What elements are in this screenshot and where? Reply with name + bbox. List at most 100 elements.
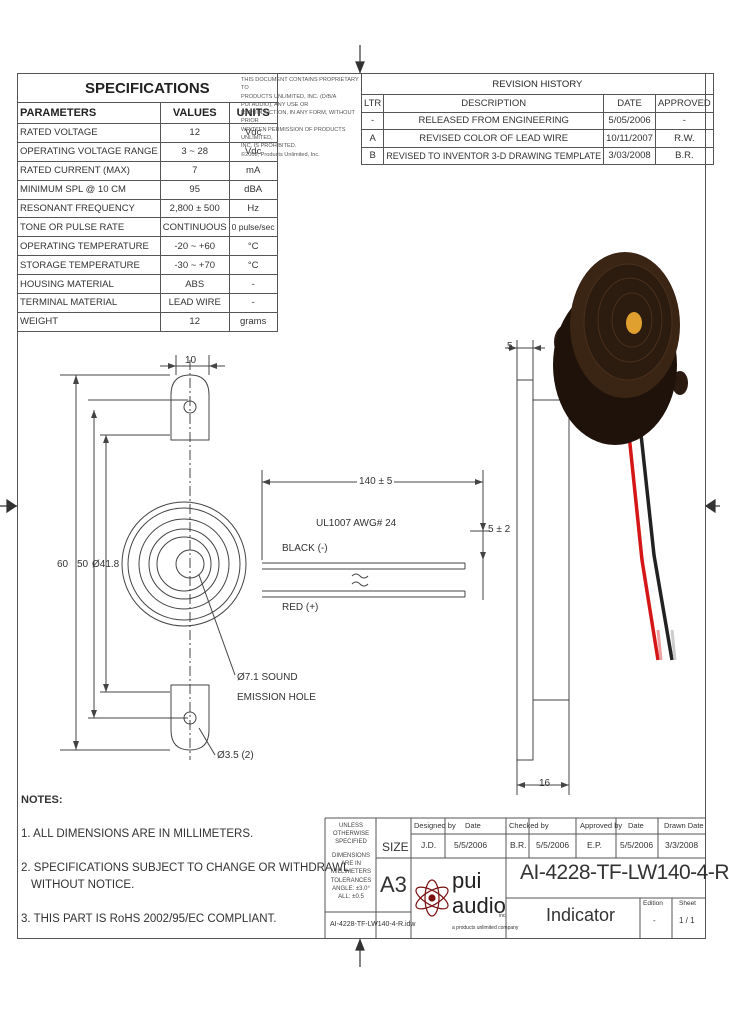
dim-50: 50 xyxy=(77,559,89,570)
rev-ltr: - xyxy=(360,111,385,130)
spec-param: RATED CURRENT (MAX) xyxy=(17,160,161,181)
unless-specified: UNLESS OTHERWISE SPECIFIED xyxy=(326,822,376,846)
spec-unit: dBA xyxy=(228,179,278,200)
date3-label: Date xyxy=(628,821,644,830)
spec-value: 12 xyxy=(159,123,230,143)
part-description: Indicator xyxy=(546,905,616,925)
note-2b: WITHOUT NOTICE. xyxy=(31,879,135,891)
dim-10: 10 xyxy=(185,355,197,366)
spec-param: MINIMUM SPL @ 10 CM xyxy=(17,179,161,200)
logo-pui: pui xyxy=(452,868,482,893)
notice-line: PRODUCTS UNLIMITED, INC. (D/B/A xyxy=(241,93,337,100)
spec-param: OPERATING TEMPERATURE xyxy=(17,236,161,257)
dims-note: DIMENSIONS ARE IN MILLIMETERS xyxy=(326,852,376,876)
sheet: 1 / 1 xyxy=(679,916,695,925)
specifications-table: SPECIFICATIONS PARAMETERS VALUES UNITS R… xyxy=(17,73,278,332)
dim-60: 60 xyxy=(57,559,69,570)
revision-title: REVISION HISTORY xyxy=(361,73,714,95)
logo-tagline: a products unlimited company xyxy=(452,925,519,931)
spec-value: LEAD WIRE xyxy=(159,293,230,313)
spec-unit: Hz xyxy=(228,198,278,219)
col-units: UNITS xyxy=(228,102,278,124)
spec-param: RESONANT FREQUENCY xyxy=(17,198,161,219)
notice-line: INC. IS PROHIBITED. xyxy=(241,143,297,150)
notice-line: THIS DOCUMENT CONTAINS PROPRIETARY TO xyxy=(241,77,359,92)
designed-by-label: Designed by xyxy=(414,821,456,830)
notes-title: NOTES: xyxy=(21,794,63,806)
spec-param: WEIGHT xyxy=(17,311,161,332)
rev-ltr: B xyxy=(360,146,385,165)
col-ltr: LTR xyxy=(360,94,385,113)
drawn-date-label: Drawn Date xyxy=(664,821,704,830)
date3: 5/5/2006 xyxy=(620,840,654,850)
spec-value: -30 ~ +70 xyxy=(159,255,230,276)
tol-line: ANGLE: ±3.0° xyxy=(332,886,370,892)
wire-spec: UL1007 AWG# 24 xyxy=(316,518,397,529)
spec-unit: - xyxy=(228,274,278,295)
dim-16: 16 xyxy=(539,778,551,789)
spec-value: 2,800 ± 500 xyxy=(159,198,230,219)
specifications-title: SPECIFICATIONS xyxy=(17,73,278,103)
part-number: AI-4228-TF-LW140-4-R xyxy=(520,861,729,884)
spec-unit: °C xyxy=(228,236,278,257)
spec-param: STORAGE TEMPERATURE xyxy=(17,255,161,276)
sound-hole-label-2: EMISSION HOLE xyxy=(237,692,316,703)
size-label: SIZE xyxy=(382,840,409,854)
spec-param: RATED VOLTAGE xyxy=(17,123,161,143)
revision-history-table: REVISION HISTORY LTR DESCRIPTION DATE AP… xyxy=(360,73,714,165)
pui-logo-mark xyxy=(415,879,449,917)
spec-param: HOUSING MATERIAL xyxy=(17,274,161,295)
date1: 5/5/2006 xyxy=(454,840,488,850)
approved-by: E.P. xyxy=(587,840,602,850)
designed-by: J.D. xyxy=(421,840,437,850)
red-wire-label: RED (+) xyxy=(282,602,319,613)
spec-value: ABS xyxy=(159,274,230,295)
edition: - xyxy=(653,916,656,925)
spec-value: 3 ~ 28 xyxy=(159,141,230,162)
checked-by-label: Checked by xyxy=(509,821,549,830)
col-description: DESCRIPTION xyxy=(383,94,605,113)
col-approved: APPROVED xyxy=(654,94,714,113)
spec-unit: 0 pulse/sec xyxy=(228,217,278,238)
rev-desc: REVISED COLOR OF LEAD WIRE xyxy=(383,129,605,148)
rev-date: 5/05/2006 xyxy=(603,111,656,130)
checked-by: B.R. xyxy=(510,840,527,850)
rev-approved: B.R. xyxy=(654,146,714,165)
logo-audio: audio xyxy=(452,893,506,918)
tol-line: TOLERANCES xyxy=(330,878,372,884)
rev-approved: R.W. xyxy=(654,129,714,148)
dims-line: MILLIMETERS xyxy=(330,869,371,875)
spec-value: CONTINUOUS xyxy=(159,217,230,238)
rev-date: 10/11/2007 xyxy=(603,129,656,148)
spec-param: TERMINAL MATERIAL xyxy=(17,293,161,313)
spec-row: STORAGE TEMPERATURE-30 ~ +70°C xyxy=(17,255,278,276)
black-wire-label: BLACK (-) xyxy=(282,543,328,554)
tolerances-note: TOLERANCES ANGLE: ±3.0° ALL: ±0.5 xyxy=(326,877,376,901)
spec-value: 12 xyxy=(159,311,230,332)
approved-by-label: Approved by xyxy=(580,821,623,830)
note-2a: 2. SPECIFICATIONS SUBJECT TO CHANGE OR W… xyxy=(21,862,350,874)
rev-date: 3/03/2008 xyxy=(603,146,656,165)
unless-line: SPECIFIED xyxy=(335,839,367,845)
dim-41-8: Ø41.8 xyxy=(92,559,120,570)
spec-param: OPERATING VOLTAGE RANGE xyxy=(17,141,161,162)
spec-unit: grams xyxy=(228,311,278,332)
tol-line: ALL: ±0.5 xyxy=(338,894,364,900)
unless-line: UNLESS OTHERWISE xyxy=(332,823,370,837)
note-3: 3. THIS PART IS RoHS 2002/95/EC COMPLIAN… xyxy=(21,913,277,925)
rev-approved: - xyxy=(654,111,714,130)
file-name: AI-4228-TF-LW140-4-R.idw xyxy=(330,921,416,928)
notice-line: REPRODUCTION, IN ANY FORM, WITHOUT PRIOR xyxy=(241,110,355,125)
spec-value: -20 ~ +60 xyxy=(159,236,230,257)
